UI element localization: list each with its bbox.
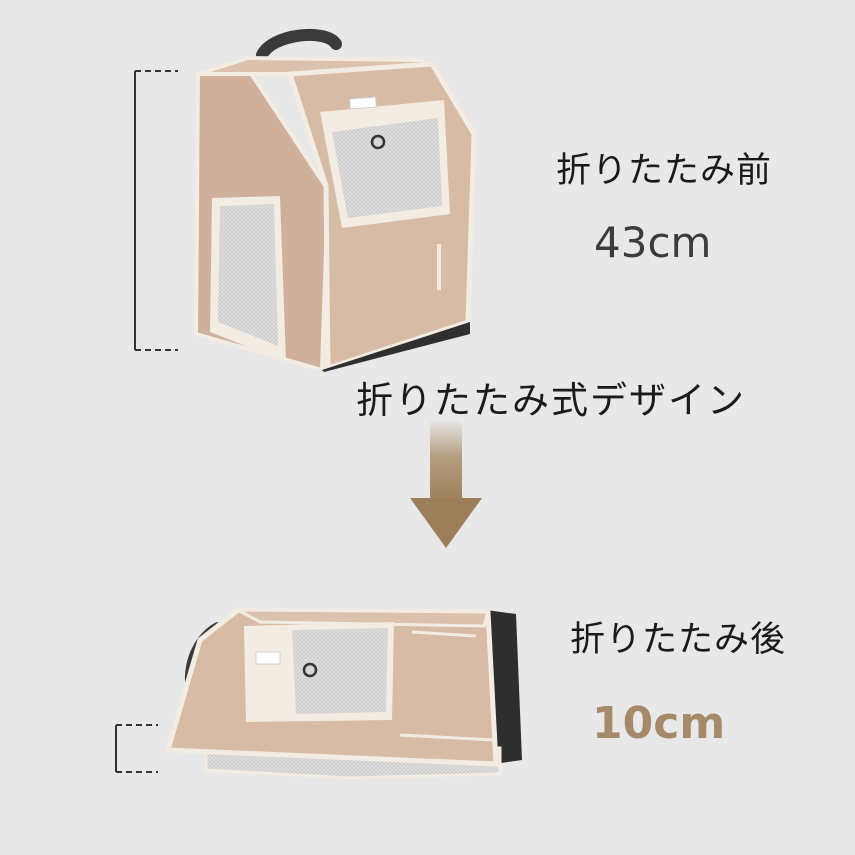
before-fold-label: 折りたたみ前: [556, 151, 773, 191]
before-fold-size: 43cm: [594, 218, 712, 267]
backpack-unfolded: [193, 28, 477, 373]
after-fold-size: 10cm: [592, 698, 726, 749]
after-fold-label: 折りたたみ後: [570, 620, 787, 660]
folding-design-caption: 折りたたみ式デザイン: [356, 379, 746, 422]
height-bracket-after: [115, 724, 158, 773]
height-bracket-before: [134, 70, 178, 351]
backpack-folded: [164, 607, 522, 780]
down-arrow-icon: [410, 420, 482, 548]
